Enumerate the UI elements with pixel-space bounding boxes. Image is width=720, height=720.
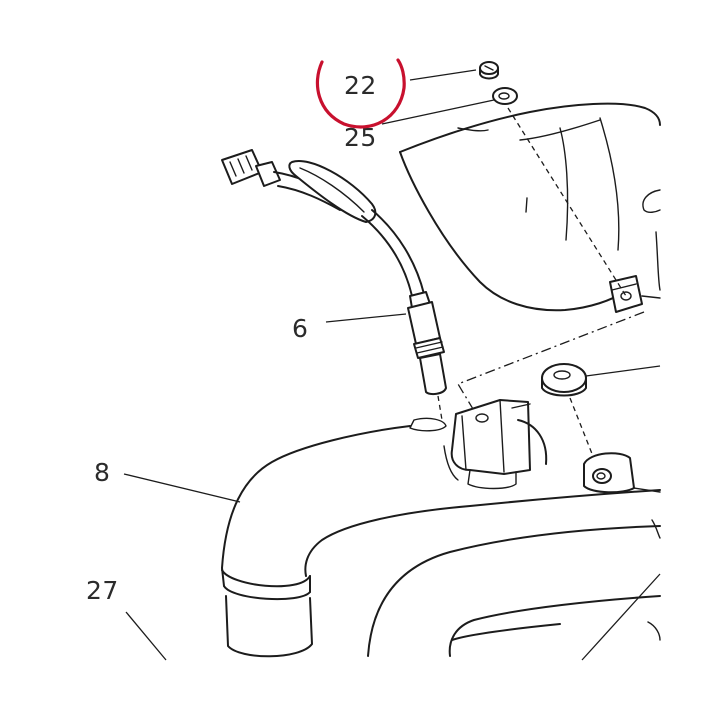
highlight-circle — [315, 58, 406, 129]
rubber-grommet — [541, 363, 661, 397]
reference-line — [457, 311, 645, 415]
callout-8: 8 — [94, 458, 110, 487]
washer-25 — [492, 87, 518, 105]
leader-25 — [381, 99, 495, 125]
callout-27: 27 — [86, 576, 119, 605]
callout-22: 22 — [344, 71, 377, 100]
upper-cover-panel — [399, 102, 661, 312]
assembly-axis-screw — [507, 107, 627, 297]
pipe-clamp-bracket — [443, 399, 548, 490]
leader-8 — [123, 473, 241, 503]
oxygen-sensor-6 — [221, 149, 447, 396]
exhaust-pipe-8 — [221, 417, 661, 658]
assembly-axis-grommet — [569, 397, 601, 475]
mounting-tab — [583, 452, 661, 494]
leader-6 — [325, 313, 407, 323]
muffler-body — [367, 519, 661, 657]
leader-22 — [409, 69, 477, 81]
leader-27 — [125, 611, 167, 661]
panel-bracket — [609, 275, 661, 313]
leader-right-bottom — [581, 573, 661, 661]
assembly-axis-sensor — [437, 395, 443, 421]
screw-22 — [479, 61, 499, 80]
callout-6: 6 — [292, 314, 308, 343]
